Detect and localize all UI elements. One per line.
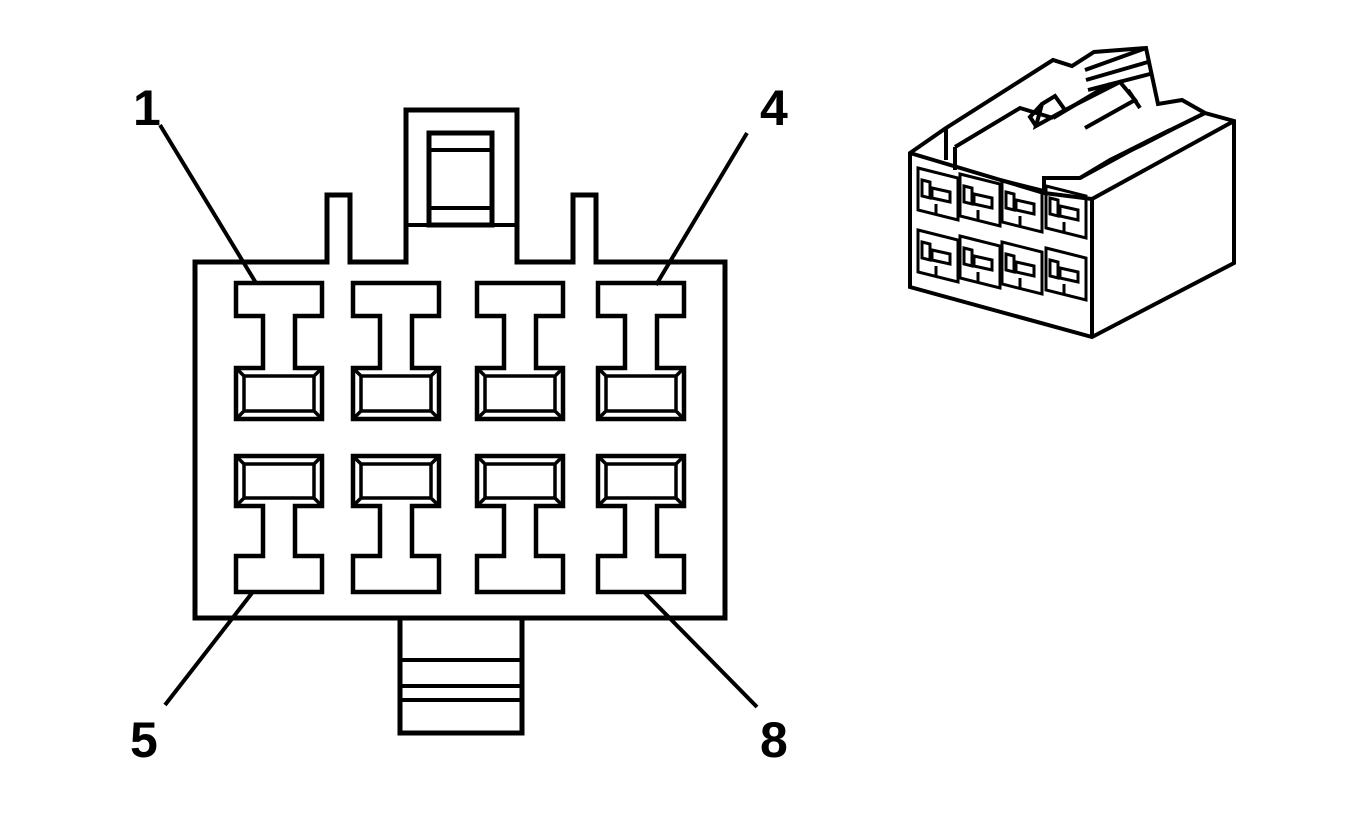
pin-cavity xyxy=(350,280,442,422)
connector-face-view xyxy=(192,107,728,736)
pin-cavity xyxy=(350,453,442,595)
pin-cavity xyxy=(595,453,687,595)
terminal-seat xyxy=(351,366,441,421)
terminal-seat xyxy=(596,454,686,508)
connector-3d-view xyxy=(908,45,1236,340)
terminal-seat xyxy=(234,366,324,421)
pin-label-4: 4 xyxy=(760,80,788,136)
pin-cavity xyxy=(595,280,687,422)
pin-cavity-3d xyxy=(1000,240,1044,296)
pin-cavity-3d xyxy=(958,234,1002,290)
bottom-lock-tab xyxy=(397,618,525,736)
pin-cavity-3d xyxy=(1000,178,1044,234)
terminal-seat xyxy=(475,454,565,508)
connector-3d-outline xyxy=(908,45,1236,340)
pin-cavity-3d xyxy=(916,166,960,222)
leader-line-1 xyxy=(158,123,258,285)
pin-cavity xyxy=(474,280,566,422)
pin-cavity-3d xyxy=(1044,184,1088,240)
leader-line-5 xyxy=(163,591,254,707)
top-latch-window xyxy=(426,130,495,228)
pin-cavity-3d xyxy=(916,228,960,284)
pin-cavity xyxy=(474,453,566,595)
pin-cavity xyxy=(233,453,325,595)
connector-body xyxy=(192,107,728,621)
pin-cavity xyxy=(233,280,325,422)
pin-label-1: 1 xyxy=(133,80,161,136)
terminal-seat xyxy=(475,366,565,421)
leader-lines xyxy=(158,123,759,709)
pin-label-8: 8 xyxy=(760,712,788,768)
pin-cavities-3d xyxy=(916,166,1088,302)
pin-cavity-3d xyxy=(958,172,1002,228)
terminal-seat xyxy=(351,454,441,508)
pin-number-labels: 1 4 5 8 xyxy=(130,80,788,768)
leader-line-4 xyxy=(654,131,749,287)
pin-cavities xyxy=(233,280,687,595)
terminal-seat xyxy=(596,366,686,421)
pin-label-5: 5 xyxy=(130,712,158,768)
pin-cavity-3d xyxy=(1044,246,1088,302)
terminal-seat xyxy=(234,454,324,508)
leader-line-8 xyxy=(643,591,759,709)
